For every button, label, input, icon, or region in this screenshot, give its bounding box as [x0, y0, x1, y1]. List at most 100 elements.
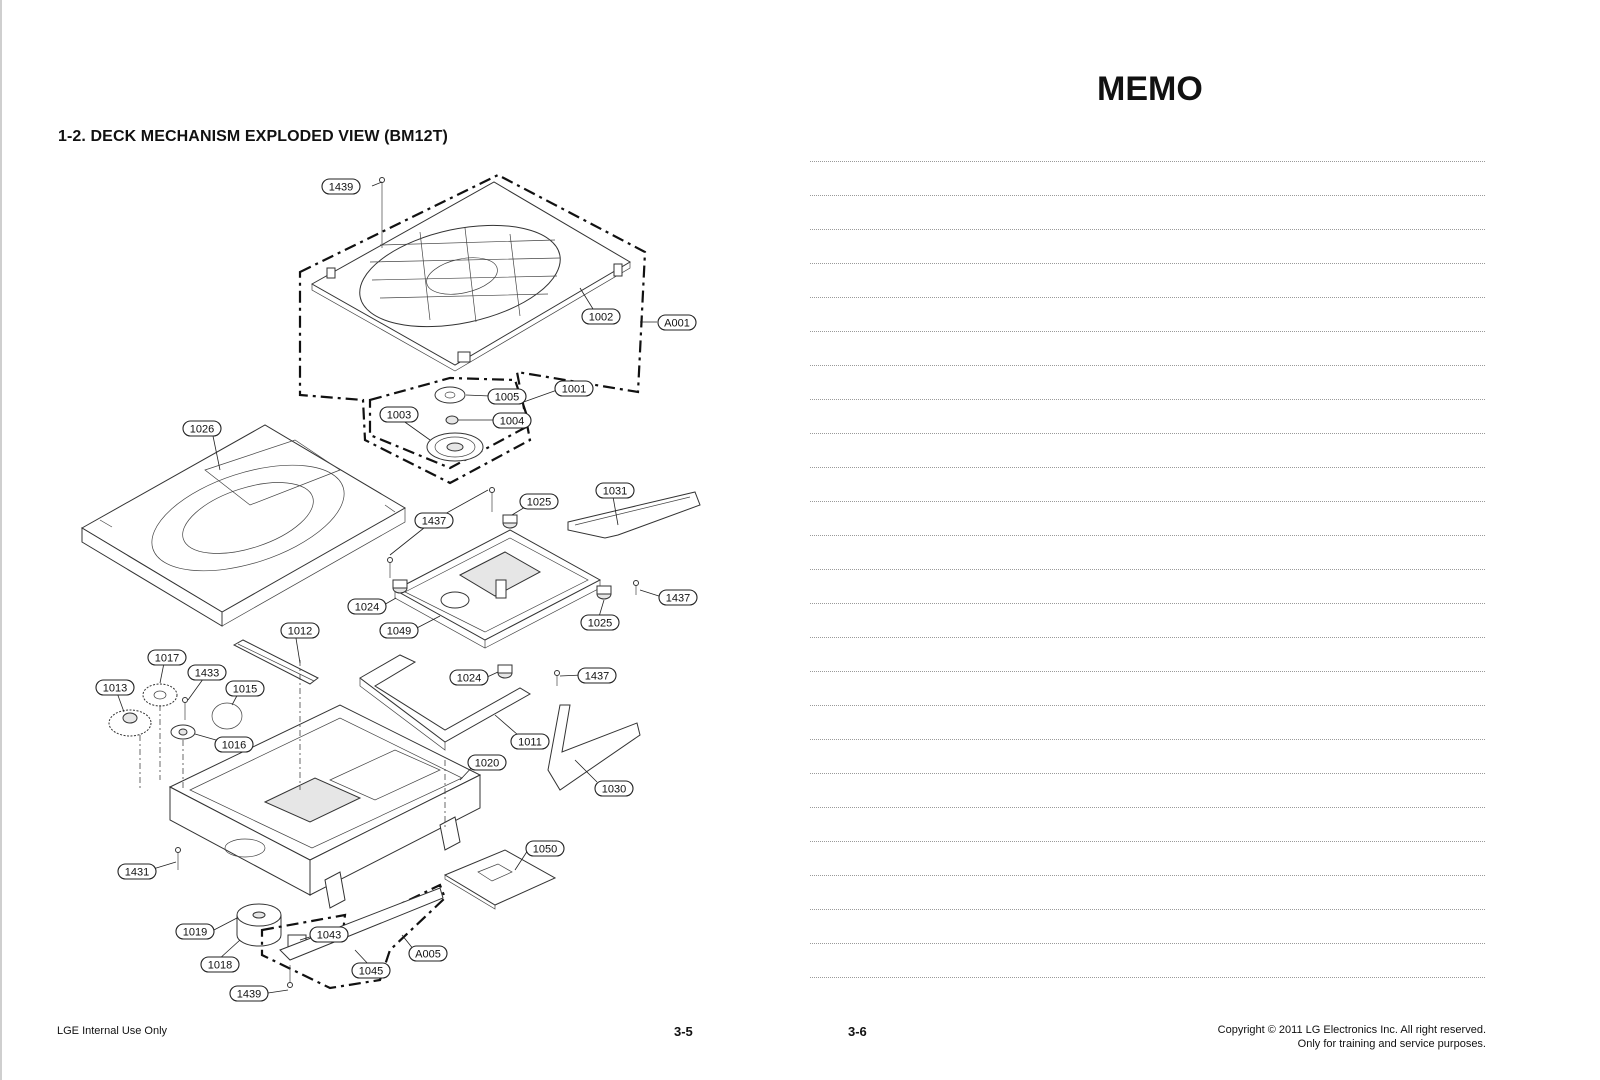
svg-text:1015: 1015 [233, 684, 257, 696]
page-number-right: 3-6 [848, 1024, 867, 1039]
label-1026: 1026 [182, 420, 222, 437]
svg-text:1004: 1004 [500, 416, 524, 428]
svg-text:1018: 1018 [208, 960, 232, 972]
label-1431: 1431 [117, 863, 157, 880]
label-1050: 1050 [525, 840, 565, 857]
memo-line [810, 672, 1485, 706]
label-1433: 1433 [187, 664, 227, 681]
memo-line [810, 366, 1485, 400]
memo-line [810, 910, 1485, 944]
flex-cable-1030 [547, 704, 641, 791]
motor-1018 [236, 903, 282, 947]
label-1012: 1012 [280, 622, 320, 639]
alignment-guide [139, 660, 446, 830]
memo-line [810, 944, 1485, 978]
screw-1437-b [633, 580, 639, 595]
svg-text:1431: 1431 [125, 867, 149, 879]
label-1015: 1015 [225, 680, 265, 697]
svg-text:1016: 1016 [222, 740, 246, 752]
memo-line [810, 706, 1485, 740]
memo-line [810, 774, 1485, 808]
label-1001: 1001 [554, 380, 594, 397]
memo-line [810, 196, 1485, 230]
section-title: 1-2. DECK MECHANISM EXPLODED VIEW (BM12T… [58, 128, 448, 145]
svg-text:1013: 1013 [103, 683, 127, 695]
memo-line [810, 740, 1485, 774]
magnet-1004 [445, 415, 459, 425]
label-1439-bottom: 1439 [229, 985, 269, 1002]
page-number-left: 3-5 [674, 1024, 693, 1039]
svg-text:1024: 1024 [355, 602, 379, 614]
memo-title: MEMO [1097, 70, 1203, 108]
part-number-labels: 1439 1002 A001 1001 1005 1003 1004 1026 … [95, 178, 698, 1002]
pcb-1050 [443, 849, 557, 910]
label-1025-top: 1025 [519, 493, 559, 510]
label-1013: 1013 [95, 679, 135, 696]
memo-line [810, 468, 1485, 502]
label-1437-c: 1437 [577, 667, 617, 684]
screw-1437-a [387, 557, 393, 578]
svg-text:1024: 1024 [457, 673, 481, 685]
gear-1017 [142, 683, 178, 707]
svg-text:A001: A001 [664, 318, 690, 330]
memo-line [810, 400, 1485, 434]
svg-text:1012: 1012 [288, 626, 312, 638]
memo-line [810, 876, 1485, 910]
svg-text:1439: 1439 [329, 182, 353, 194]
svg-text:1030: 1030 [602, 784, 626, 796]
svg-text:1439: 1439 [237, 989, 261, 1001]
memo-line [810, 298, 1485, 332]
damper-1024-b [497, 664, 513, 679]
svg-text:1011: 1011 [518, 737, 542, 749]
svg-text:1050: 1050 [533, 844, 557, 856]
svg-text:1437: 1437 [422, 516, 446, 528]
assembly-a001-outline [298, 173, 647, 485]
memo-line [810, 808, 1485, 842]
copyright-line-2: Only for training and service purposes. [1297, 1038, 1486, 1050]
copyright-block: Copyright © 2011 LG Electronics Inc. All… [1218, 1023, 1486, 1051]
svg-text:1020: 1020 [475, 758, 499, 770]
rack-1012 [232, 639, 319, 685]
svg-text:A005: A005 [415, 949, 441, 961]
damper-1025-bottom [596, 585, 612, 600]
memo-line [810, 536, 1485, 570]
memo-line [810, 332, 1485, 366]
damper-1024-a [392, 579, 408, 594]
svg-text:1026: 1026 [190, 424, 214, 436]
label-1019: 1019 [175, 923, 215, 940]
belt-1015 [211, 702, 243, 730]
memo-line [810, 161, 1485, 162]
memo-line [810, 502, 1485, 536]
svg-text:1049: 1049 [387, 626, 411, 638]
memo-line [810, 604, 1485, 638]
memo-line [810, 230, 1485, 264]
label-1020: 1020 [467, 754, 507, 771]
label-1043: 1043 [309, 926, 349, 943]
screw-1439-top [379, 177, 385, 248]
label-1024-b: 1024 [449, 669, 489, 686]
label-1003: 1003 [379, 406, 419, 423]
label-1049: 1049 [379, 622, 419, 639]
tray-cover-1002 [310, 181, 631, 372]
label-1004: 1004 [492, 412, 532, 429]
gear-1013 [108, 709, 152, 737]
svg-text:1003: 1003 [387, 410, 411, 422]
svg-text:1025: 1025 [527, 497, 551, 509]
screw-1431 [175, 847, 181, 870]
screw-1437-top [489, 487, 495, 512]
memo-line [810, 638, 1485, 672]
label-1024-a: 1024 [347, 598, 387, 615]
page-edge [0, 0, 2, 1080]
svg-text:1437: 1437 [585, 671, 609, 683]
label-1011: 1011 [510, 733, 550, 750]
svg-text:1005: 1005 [495, 392, 519, 404]
label-1016: 1016 [214, 736, 254, 753]
label-1025-bottom: 1025 [580, 614, 620, 631]
pulley-1016 [170, 724, 196, 740]
damper-1025-top [502, 514, 518, 529]
exploded-view-diagram: 1439 1002 A001 1001 1005 1003 1004 1026 … [81, 173, 701, 1002]
svg-text:1025: 1025 [588, 618, 612, 630]
label-1439-top: 1439 [321, 178, 361, 195]
screw-1439-bottom [287, 965, 293, 988]
label-1045: 1045 [351, 962, 391, 979]
